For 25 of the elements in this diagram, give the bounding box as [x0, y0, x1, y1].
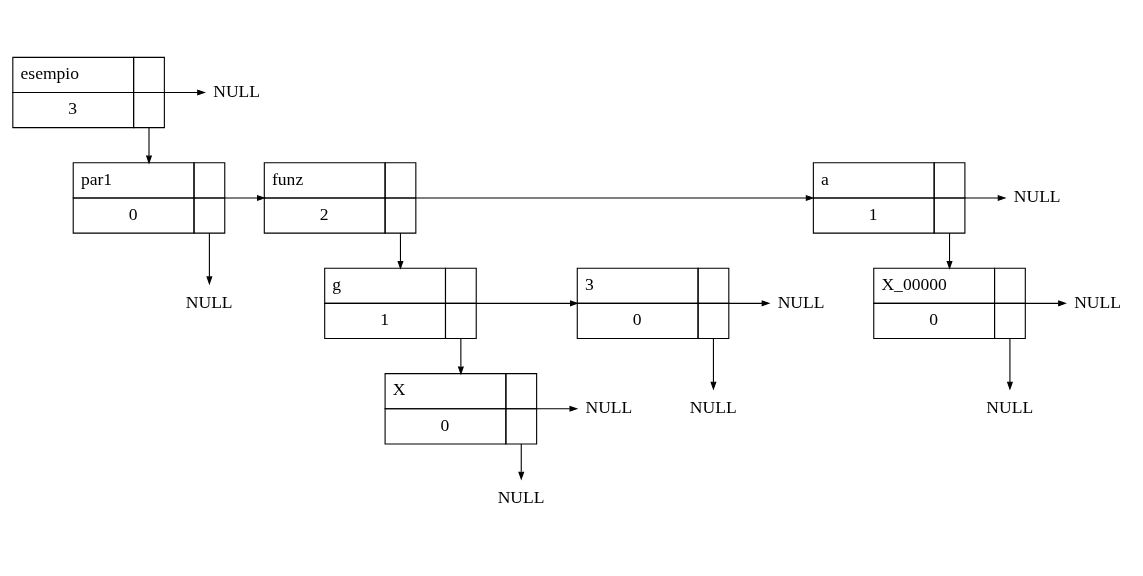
arrow	[145, 127, 153, 165]
arrow	[475, 300, 579, 307]
node-text: NULL	[213, 80, 261, 101]
arrow	[224, 194, 266, 202]
arrow	[415, 194, 815, 202]
arrow	[536, 405, 579, 412]
node-text: NULL	[185, 291, 233, 312]
arrow	[964, 194, 1007, 202]
arrow	[1024, 300, 1067, 307]
arrow	[946, 232, 953, 270]
arrow	[728, 300, 771, 307]
node-text: NULL	[777, 291, 825, 312]
node-text: NULL	[1013, 186, 1061, 207]
arrow	[710, 337, 717, 391]
arrow	[206, 232, 213, 286]
node-text: NULL	[689, 396, 737, 417]
node-text: NULL	[1074, 291, 1121, 312]
arrow	[1006, 337, 1013, 391]
node-text: NULL	[497, 487, 545, 508]
arrow	[397, 232, 404, 270]
node-text: NULL	[585, 396, 633, 417]
arrow	[163, 89, 206, 96]
arrow	[518, 443, 525, 481]
arrow	[457, 337, 464, 376]
node-text: NULL	[986, 396, 1034, 417]
